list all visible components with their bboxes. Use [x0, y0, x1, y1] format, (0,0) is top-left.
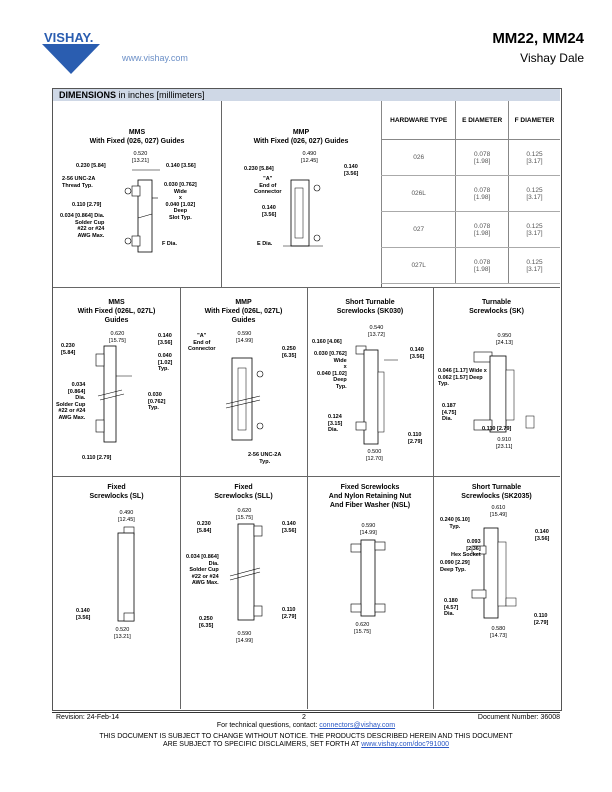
dimensions-frame [52, 88, 562, 711]
table-row: 026 0.078[1.98] 0.125[3.17] [380, 139, 560, 176]
disclaimer-link[interactable]: www.vishay.com/doc?91000 [361, 741, 450, 748]
caption-sl: Fixed Screwlocks (SL) [89, 484, 144, 500]
hardware-table: HARDWARE TYPE E DIAMETER F DIAMETER 026 … [380, 101, 560, 284]
dimensions-banner: DIMENSIONS in inches [millimeters] [53, 89, 560, 101]
table-row: 027L 0.078[1.98] 0.125[3.17] [380, 247, 560, 284]
caption-sk2035: Short Turnable Screwlocks (SK2035) [461, 484, 532, 500]
th-f-diameter: F DIAMETER [507, 101, 560, 140]
caption-sll: Fixed Screwlocks (SLL) [214, 484, 273, 500]
caption-sk030: Short Turnable Screwlocks (SK030) [336, 299, 404, 315]
caption-mmp-026: MMP With Fixed (026, 027) Guides [253, 129, 349, 145]
banner-rest: in inches [millimeters] [116, 90, 205, 100]
caption-sk: Turnable Screwlocks (SK) [469, 299, 524, 315]
th-e-diameter: E DIAMETER [455, 101, 509, 140]
contact-email-link[interactable]: connectors@vishay.com [319, 722, 396, 729]
disclaimer-1: THIS DOCUMENT IS SUBJECT TO CHANGE WITHO… [99, 733, 513, 740]
sk-drawing [473, 351, 535, 433]
caption-mms-026: MMS With Fixed (026, 027) Guides [89, 129, 185, 145]
nsl-drawing [350, 539, 386, 617]
mms-026-drawing [124, 169, 160, 253]
banner-bold: DIMENSIONS [59, 90, 117, 100]
disclaimer-2: ARE SUBJECT TO SPECIFIC DISCLAIMERS, SET… [162, 741, 450, 748]
sll-drawing [229, 523, 263, 621]
sk030-drawing [355, 345, 398, 445]
sl-drawing [117, 526, 135, 622]
mmp-026-drawing [283, 179, 323, 247]
page-number: 2 [302, 714, 306, 721]
tech-contact: For technical questions, contact: connec… [216, 722, 396, 729]
revision: Revision: 24-Feb-14 [56, 714, 120, 721]
th-hardware-type: HARDWARE TYPE [380, 101, 456, 140]
svg-text:VISHAY.: VISHAY. [44, 30, 93, 45]
sk2035-drawing [471, 527, 517, 619]
page-subtitle: Vishay Dale [520, 51, 584, 65]
website-url[interactable]: www.vishay.com [122, 53, 188, 63]
caption-nsl: Fixed Screwlocks And Nylon Retaining Nut… [328, 484, 412, 509]
document-number: Document Number: 36008 [477, 714, 560, 721]
caption-mmp-026l: MMP With Fixed (026L, 027L) Guides [204, 299, 283, 324]
page-title: MM22, MM24 [492, 30, 584, 47]
vishay-logo: VISHAY. [42, 30, 100, 74]
table-row: 026L 0.078[1.98] 0.125[3.17] [380, 175, 560, 212]
mms-026l-drawing [95, 345, 132, 443]
table-row: 027 0.078[1.98] 0.125[3.17] [380, 211, 560, 248]
mmp-026l-drawing [225, 357, 264, 441]
caption-mms-026l: MMS With Fixed (026L, 027L) Guides [77, 299, 156, 324]
